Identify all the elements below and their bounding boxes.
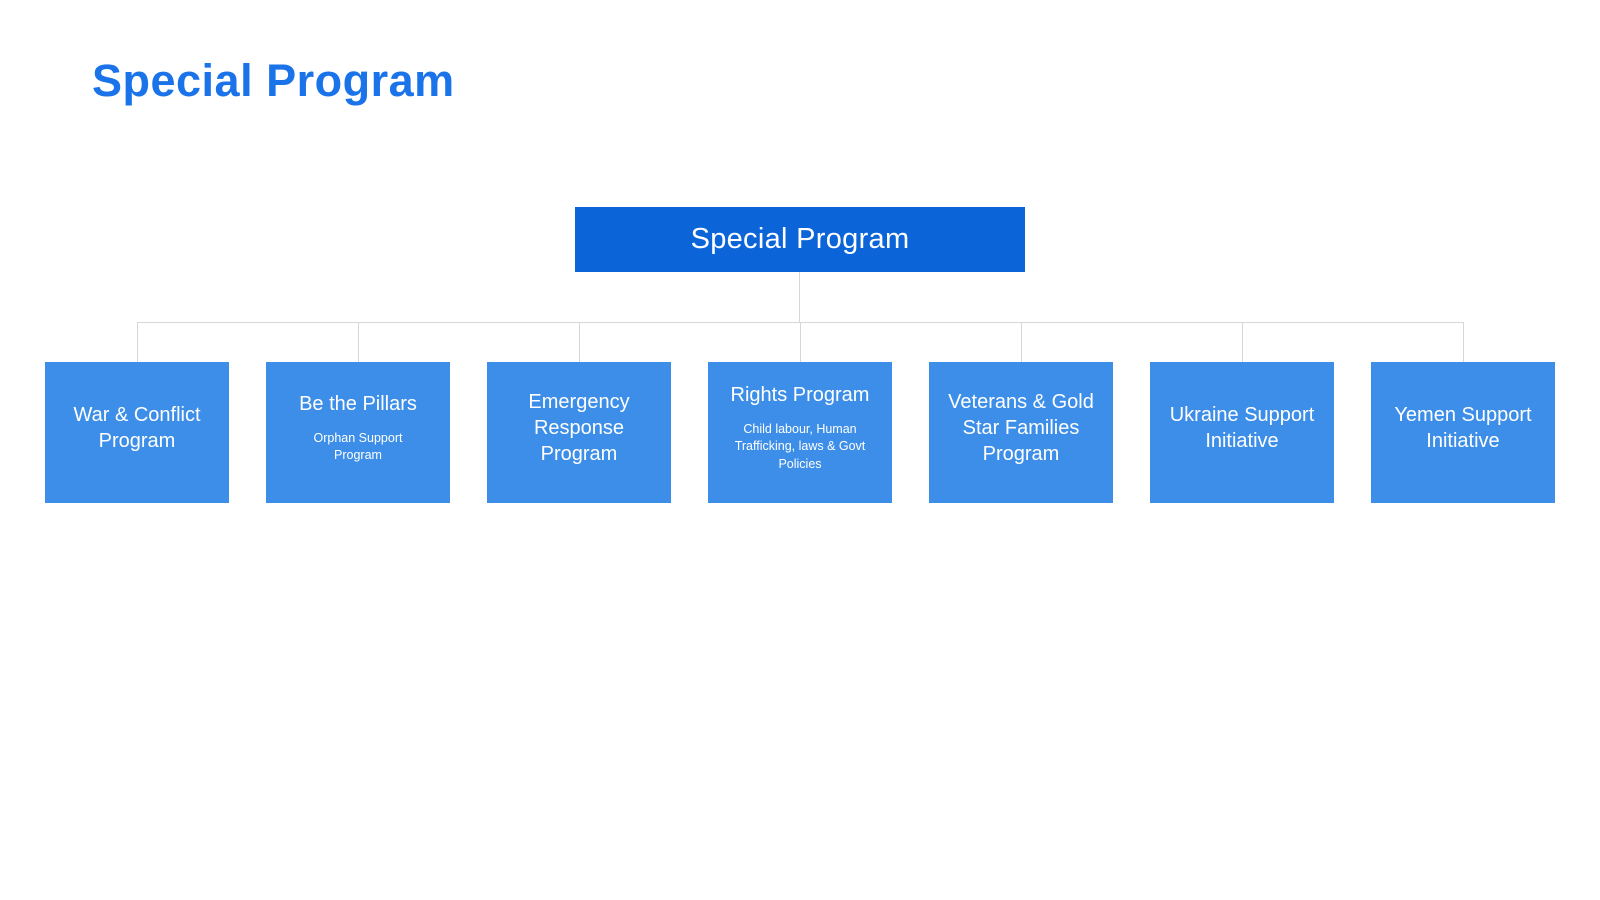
node-emergency-response-program[interactable]: Emergency Response Program	[487, 362, 671, 503]
connector-drop	[800, 322, 801, 362]
node-label: Rights Program	[730, 383, 870, 406]
node-rights-program[interactable]: Rights Program Child labour, Human Traff…	[708, 362, 892, 503]
node-label: Ukraine Support Initiative	[1169, 403, 1315, 452]
node-label: Veterans & Gold Star Families Program	[948, 390, 1094, 465]
node-label: War & Conflict Program	[73, 403, 201, 452]
node-be-the-pillars[interactable]: Be the Pillars Orphan Support Program	[266, 362, 450, 503]
connector-drop	[579, 322, 580, 362]
connector-root-stem	[799, 272, 800, 323]
node-special-program[interactable]: Special Program	[575, 207, 1025, 272]
node-label: Yemen Support Initiative	[1394, 403, 1532, 452]
node-label: Be the Pillars	[299, 392, 417, 415]
node-yemen-support-initiative[interactable]: Yemen Support Initiative	[1371, 362, 1555, 503]
node-veterans-gold-star-families-program[interactable]: Veterans & Gold Star Families Program	[929, 362, 1113, 503]
node-sublabel: Child labour, Human Trafficking, laws & …	[734, 421, 866, 471]
node-ukraine-support-initiative[interactable]: Ukraine Support Initiative	[1150, 362, 1334, 503]
connector-drop	[1021, 322, 1022, 362]
connector-drop	[358, 322, 359, 362]
node-sublabel: Orphan Support Program	[313, 430, 403, 463]
page-title: Special Program	[92, 55, 455, 106]
connector-drop	[1463, 322, 1464, 362]
connector-drop	[137, 322, 138, 362]
node-war-conflict-program[interactable]: War & Conflict Program	[45, 362, 229, 503]
node-label: Emergency Response Program	[528, 390, 630, 465]
connector-drop	[1242, 322, 1243, 362]
